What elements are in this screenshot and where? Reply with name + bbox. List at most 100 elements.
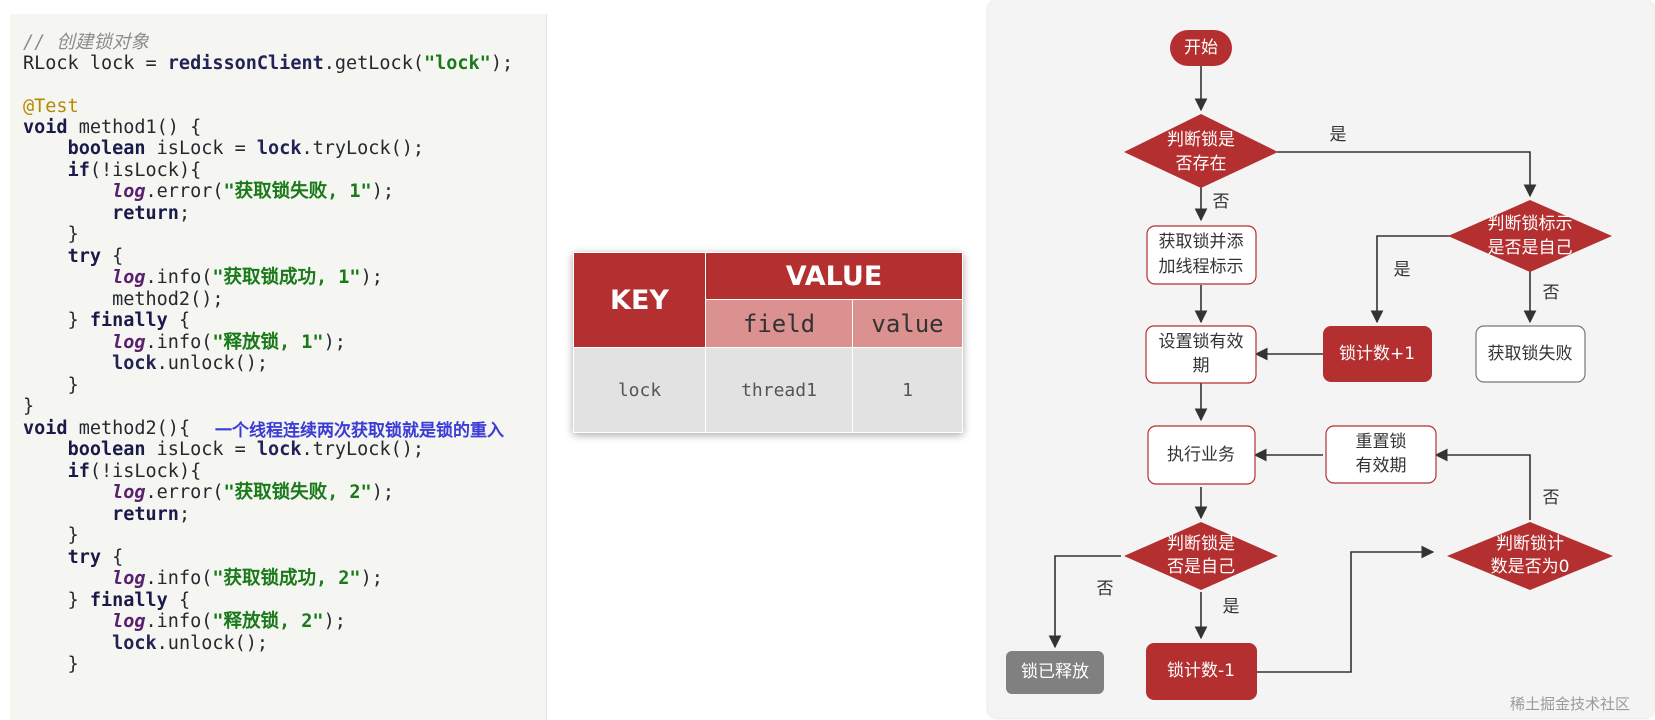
- code-token: redissonClient: [167, 53, 324, 74]
- code-keyword: return: [112, 504, 179, 525]
- code-token: .info(: [145, 568, 213, 589]
- code-token: }: [67, 375, 79, 396]
- code-token: .info(: [145, 267, 213, 288]
- is-own-decision: 判断锁标示 是否是自己: [1448, 200, 1612, 272]
- code-line: try {: [23, 547, 124, 569]
- code-token: (!isLock){: [89, 160, 202, 181]
- decision-label: 数是否为0: [1491, 557, 1570, 577]
- code-line: log.info("释放锁, 2");: [23, 611, 346, 633]
- count-plus-node: 锁计数+1: [1323, 326, 1432, 382]
- code-token: lock: [112, 633, 157, 654]
- code-token: log: [112, 482, 146, 503]
- code-line: if(!isLock){: [23, 461, 202, 483]
- yes-label: 是: [1394, 260, 1411, 280]
- start-label: 开始: [1184, 38, 1218, 58]
- process-label: 有效期: [1356, 456, 1407, 476]
- flowchart-panel: 开始 判断锁是 否存在 判断锁标示 是否是自己 获取锁并添 加线程标示 设置锁有…: [988, 0, 1654, 718]
- code-line: lock.unlock();: [23, 633, 268, 655]
- code-line: return;: [23, 504, 190, 526]
- code-token: log: [112, 181, 146, 202]
- code-token: .error(: [145, 181, 224, 202]
- code-line: RLock lock = redissonClient.getLock("loc…: [23, 53, 513, 75]
- code-string: "获取锁成功, 2": [212, 568, 361, 589]
- code-token: );: [323, 332, 346, 353]
- code-token: );: [371, 482, 394, 503]
- code-line: }: [23, 396, 34, 418]
- key-cell: lock: [573, 347, 706, 433]
- code-line: if(!isLock){: [23, 160, 202, 182]
- code-keyword: if: [67, 160, 90, 181]
- value-subheader: value: [851, 299, 964, 348]
- count-minus-node: 锁计数-1: [1146, 643, 1257, 700]
- code-token: .info(: [145, 611, 213, 632]
- set-expire-node: 设置锁有效 期: [1145, 325, 1257, 384]
- decision-label: 是否是自己: [1488, 238, 1573, 258]
- code-string: "释放锁, 1": [212, 332, 324, 353]
- code-keyword: boolean: [67, 439, 146, 460]
- code-comment: // 创建锁对象: [23, 32, 149, 53]
- code-token: {: [167, 590, 191, 611]
- decision-label: 否是自己: [1167, 557, 1235, 577]
- code-line: } finally {: [23, 590, 191, 612]
- process-label: 锁计数-1: [1167, 661, 1235, 681]
- code-token: isLock =: [145, 138, 257, 159]
- yes-label: 是: [1223, 597, 1240, 617]
- code-keyword: try: [67, 547, 101, 568]
- code-line: boolean isLock = lock.tryLock();: [23, 439, 424, 461]
- code-token: );: [323, 611, 346, 632]
- connectors: [1048, 66, 1537, 673]
- code-token: (!isLock){: [89, 461, 202, 482]
- code-token: log: [112, 568, 146, 589]
- code-line: log.info("释放锁, 1");: [23, 332, 346, 354]
- code-keyword: try: [67, 246, 101, 267]
- code-token: }: [67, 224, 79, 245]
- code-line: }: [23, 375, 79, 397]
- decision-label: 判断锁计: [1496, 534, 1564, 554]
- code-line: lock.unlock();: [23, 353, 268, 375]
- redis-hash-table: KEY VALUE field value lock thread1 1: [573, 252, 964, 433]
- process-label: 获取锁并添: [1159, 232, 1244, 252]
- code-token: );: [360, 568, 383, 589]
- code-line: log.info("获取锁成功, 2");: [23, 568, 383, 590]
- process-label: 期: [1193, 356, 1210, 376]
- code-token: ;: [178, 504, 191, 525]
- field-header: field: [705, 299, 853, 348]
- process-label: 加线程标示: [1159, 257, 1244, 277]
- code-line: // 创建锁对象: [23, 32, 149, 54]
- code-line: method2();: [23, 289, 223, 311]
- code-string: "获取锁失败, 2": [223, 482, 372, 503]
- code-line: void method2(){: [23, 418, 190, 440]
- code-token: }: [23, 396, 35, 417]
- code-token: log: [112, 267, 146, 288]
- edge-labels: 是 否 是 否 否 否 是: [1097, 125, 1560, 617]
- count-zero-decision: 判断锁计 数是否为0: [1447, 522, 1613, 590]
- code-token: .unlock();: [156, 353, 269, 374]
- code-token: method2(){: [67, 418, 191, 439]
- value-cell: 1: [851, 347, 964, 433]
- lock-exists-decision: 判断锁是 否存在: [1124, 114, 1278, 188]
- acquire-lock-node: 获取锁并添 加线程标示: [1146, 225, 1257, 285]
- code-string: "lock": [423, 53, 491, 74]
- code-line: @Test: [23, 96, 79, 118]
- code-token: }: [67, 654, 79, 675]
- code-line: }: [23, 224, 79, 246]
- reentrant-note: 一个线程连续两次获取锁就是锁的重入: [215, 421, 504, 441]
- key-header: KEY: [573, 252, 706, 348]
- code-line: } finally {: [23, 310, 191, 332]
- code-line: }: [23, 525, 79, 547]
- decision-label: 否存在: [1176, 154, 1227, 174]
- code-keyword: if: [67, 461, 90, 482]
- code-token: ;: [178, 203, 191, 224]
- code-token: lock: [256, 439, 302, 460]
- code-line: }: [23, 654, 79, 676]
- process-label: 重置锁: [1356, 432, 1407, 452]
- code-token: }: [67, 310, 90, 331]
- execute-node: 执行业务: [1147, 425, 1256, 485]
- code-token: {: [100, 246, 124, 267]
- code-token: {: [100, 547, 124, 568]
- code-token: );: [490, 53, 514, 74]
- code-token: .tryLock();: [301, 439, 425, 460]
- code-token: .info(: [145, 332, 213, 353]
- code-line: log.error("获取锁失败, 2");: [23, 482, 394, 504]
- code-line: return;: [23, 203, 190, 225]
